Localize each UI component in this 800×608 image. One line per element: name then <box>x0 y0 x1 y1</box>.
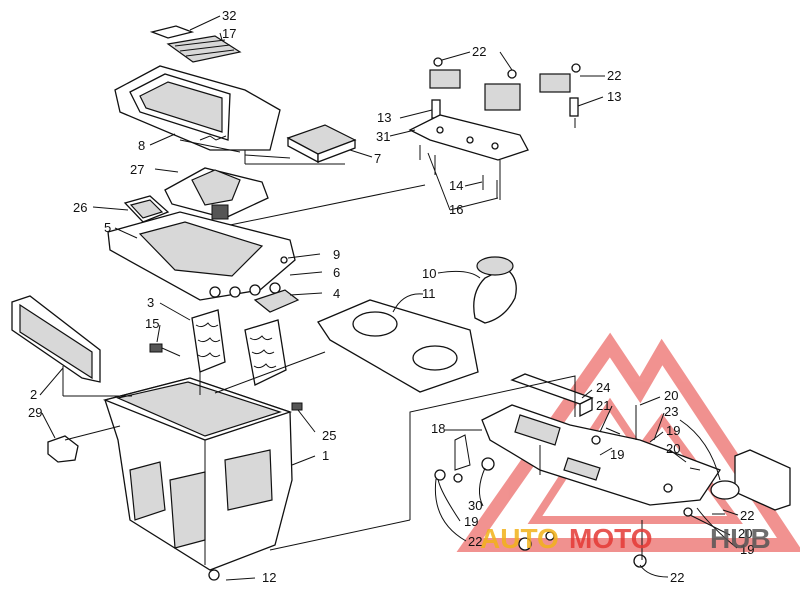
callout-2: 2 <box>30 387 37 402</box>
callout-5: 5 <box>104 220 111 235</box>
callout-26: 23 <box>664 404 678 419</box>
callout-30: 30 <box>468 498 482 513</box>
lid-8 <box>114 65 281 153</box>
bolt-15 <box>149 343 181 357</box>
callout-7: 7 <box>374 151 381 166</box>
screw-9 <box>280 256 288 264</box>
callout-19-d: 19 <box>464 514 478 529</box>
decal-32 <box>149 25 195 39</box>
bracket-30 <box>454 434 495 471</box>
clip-29 <box>47 435 79 463</box>
callout-8: 8 <box>138 138 145 153</box>
watermark-logo <box>456 332 800 552</box>
callout-27: 26 <box>73 200 87 215</box>
leader-lines <box>39 15 739 581</box>
callout-6: 6 <box>333 265 340 280</box>
callout-22-a: 22 <box>472 44 486 59</box>
callout-19-c: 19 <box>740 542 754 557</box>
callout-14: 14 <box>449 178 463 193</box>
callout-22-c: 22 <box>468 534 482 549</box>
assembly-lines <box>62 118 643 560</box>
callout-19-a: 19 <box>666 423 680 438</box>
callout-3: 3 <box>147 295 154 310</box>
solenoid-center <box>484 69 521 111</box>
callout-28: 27 <box>130 162 144 177</box>
callout-11: 11 <box>422 286 436 301</box>
duct-18 <box>481 404 721 506</box>
nuts-22-19 <box>434 435 693 568</box>
solenoid-right <box>539 63 581 117</box>
callout-25: 25 <box>322 428 336 443</box>
callout-13-a: 13 <box>377 110 391 125</box>
callout-9: 9 <box>333 247 340 262</box>
callout-20-b: 20 <box>666 441 680 456</box>
foam-3 <box>191 309 226 373</box>
bracket-31 <box>408 114 529 161</box>
callout-29: 29 <box>28 405 42 420</box>
callout-labels: 32 17 8 27 7 26 5 9 6 4 3 15 10 11 2 29 … <box>28 8 754 585</box>
intake-28 <box>164 167 269 220</box>
watermark-text: AUTO MOTO HUB <box>480 523 771 554</box>
callout-23: 22 <box>740 508 754 523</box>
plate-5 <box>107 211 296 301</box>
watermark-hub: HUB <box>710 523 771 554</box>
watermark-moto: MOTO <box>569 523 652 554</box>
airbox-1 <box>102 377 293 581</box>
callout-21: 21 <box>596 398 610 413</box>
callout-16: 17 <box>222 26 236 41</box>
decal-16 <box>166 35 242 63</box>
callout-18: 18 <box>431 421 445 436</box>
callout-32: 32 <box>222 8 236 23</box>
callout-15: 15 <box>145 316 159 331</box>
callout-31: 31 <box>376 129 390 144</box>
gasket-11 <box>317 299 479 393</box>
seal-27 <box>123 195 170 223</box>
callout-20-a: 20 <box>664 388 678 403</box>
bolts-20-21 <box>605 405 725 515</box>
solenoid-left <box>429 57 461 119</box>
callout-19-b: 19 <box>610 447 624 462</box>
callout-17: 16 <box>449 202 463 217</box>
watermark-auto: AUTO <box>480 523 559 554</box>
foam-4 <box>244 319 287 386</box>
channel-24 <box>510 373 594 418</box>
block-23 <box>734 449 791 511</box>
callout-22-d: 22 <box>670 570 684 585</box>
filter-7 <box>286 124 357 164</box>
callout-1: 1 <box>322 448 329 463</box>
callout-20-c: 20 <box>738 526 752 541</box>
bolts-14 <box>434 155 498 198</box>
knob-26 <box>710 480 740 500</box>
panel-2 <box>11 295 101 383</box>
callout-10: 10 <box>422 266 436 281</box>
elbow-10 <box>473 256 517 324</box>
callout-22-b: 22 <box>607 68 621 83</box>
callout-12: 12 <box>262 570 276 585</box>
part-25 <box>291 402 303 411</box>
callout-24: 24 <box>596 380 610 395</box>
callout-4: 4 <box>333 286 340 301</box>
callout-13-b: 13 <box>607 89 621 104</box>
part-6 <box>253 289 300 313</box>
